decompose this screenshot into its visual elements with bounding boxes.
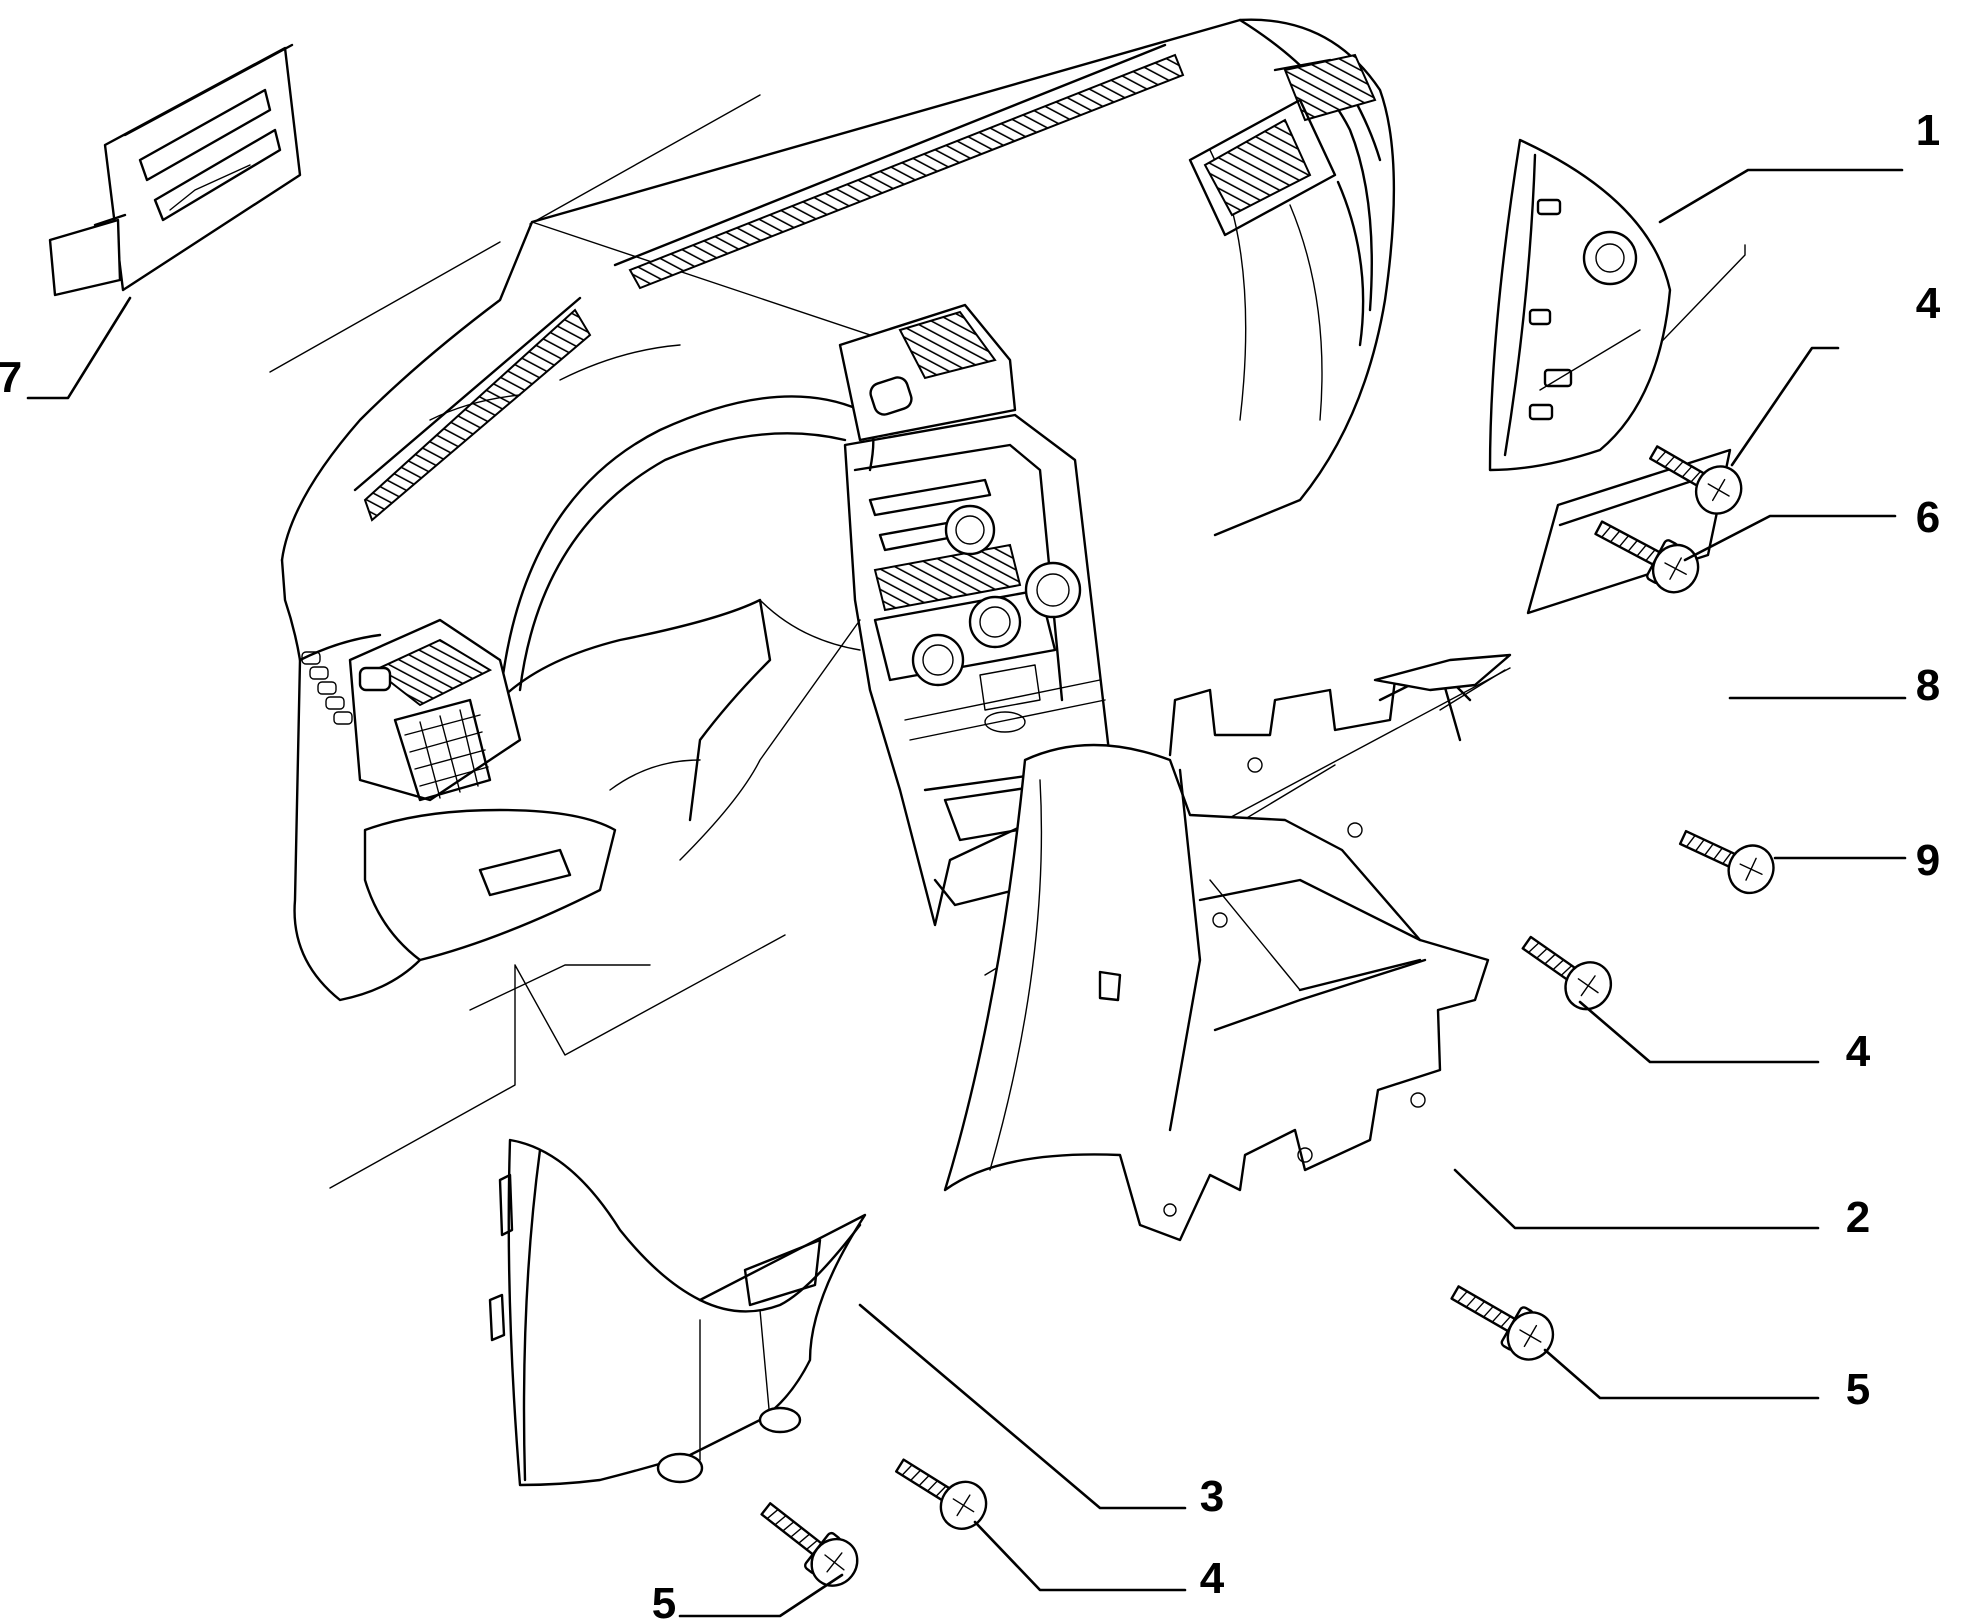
callout-numbers: 1 4 6 8 9 4 2 5 3 4 5 7 [0,106,1941,1622]
dashboard-assembly [269,18,1746,1189]
leader-lines [26,168,1907,1618]
leader-1 [1658,168,1904,224]
leader-5-bottom [678,1573,844,1618]
screw-part-9 [1678,829,1775,895]
part-1-side-trim [1488,138,1672,472]
leader-4-mid [1578,1000,1820,1064]
callout-9: 9 [1916,836,1940,885]
callout-2: 2 [1846,1193,1870,1242]
screw-part-5-right [1450,1285,1555,1361]
screw-part-4-top [1649,445,1743,515]
screw-part-5-bottom [760,1502,859,1587]
callout-4-bottom: 4 [1200,1554,1225,1603]
callout-5-bottom: 5 [652,1579,676,1622]
callout-8: 8 [1916,661,1940,710]
callout-5-right: 5 [1846,1365,1870,1414]
leader-7 [26,296,132,400]
leader-4-top [1730,346,1840,467]
leader-2 [1453,1168,1820,1230]
screw-part-4-bottom [894,1458,988,1530]
screw-part-6 [1594,520,1700,594]
leader-4-bottom [973,1520,1187,1592]
callout-3: 3 [1200,1472,1224,1521]
leader-6 [1683,514,1897,562]
callout-4-top: 4 [1916,279,1941,328]
callout-7: 7 [0,353,22,402]
part-7-vent-bezel [48,43,302,297]
screw-part-4-mid [1521,935,1613,1011]
callout-4-mid: 4 [1846,1027,1871,1076]
leader-5-right [1543,1348,1820,1400]
part-3-lower-cover [488,1138,867,1487]
callout-1: 1 [1916,106,1940,155]
leader-3 [858,1303,1187,1510]
callout-6: 6 [1916,493,1940,542]
part-2-lower-console [943,653,1512,1242]
switch-bank [301,651,353,725]
